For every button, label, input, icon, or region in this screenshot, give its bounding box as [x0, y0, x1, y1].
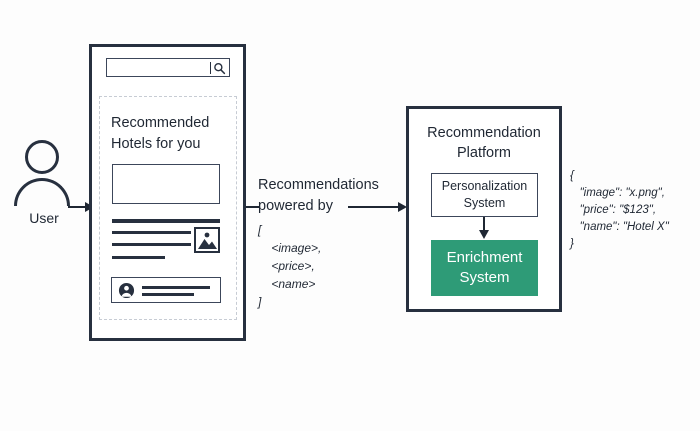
personalization-system-label: Personalization System: [441, 179, 528, 210]
image-placeholder-icon: [194, 227, 220, 253]
enrichment-system-label: Enrichment System: [446, 249, 523, 286]
avatar-card: [111, 277, 221, 303]
text-bar: [112, 219, 220, 223]
text-bar: [112, 256, 165, 259]
text-bar: [112, 243, 191, 246]
user-head-icon: [25, 140, 59, 174]
search-caret: [209, 62, 211, 74]
arrow-to-platform-head: [398, 202, 407, 212]
arrow-user-to-phone-line: [68, 206, 86, 208]
recommendation-content-region: [99, 96, 237, 320]
platform-title: Recommendation Platform: [427, 125, 541, 161]
recommendation-platform-box: Recommendation Platform Personalization …: [406, 106, 562, 312]
avatar-card-line: [142, 286, 210, 289]
phone-output-stub: [246, 206, 260, 208]
avatar-card-line: [142, 293, 194, 296]
arrow-to-platform-line: [348, 206, 400, 208]
user-label: User: [29, 210, 59, 226]
recommendations-powered-by-label: Recommendations powered by: [258, 177, 379, 214]
request-payload: [ <image>, <price>, <name> ]: [258, 223, 322, 309]
search-input[interactable]: [106, 58, 230, 77]
user-body-icon: [14, 178, 70, 206]
response-payload: { "image": "x.png", "price": "$123", "na…: [570, 170, 669, 250]
search-icon[interactable]: [213, 62, 226, 75]
text-bar: [112, 231, 191, 234]
user-actor: User: [8, 140, 80, 235]
avatar-icon: [118, 282, 135, 299]
enrichment-system-box[interactable]: Enrichment System: [431, 240, 538, 296]
arrow-personalization-to-enrichment-line: [483, 217, 485, 231]
recommendation-headline: Recommended Hotels for you: [111, 115, 210, 152]
hero-image-placeholder: [112, 164, 220, 204]
personalization-system-box[interactable]: Personalization System: [431, 173, 538, 217]
arrow-personalization-to-enrichment-head: [479, 230, 489, 239]
